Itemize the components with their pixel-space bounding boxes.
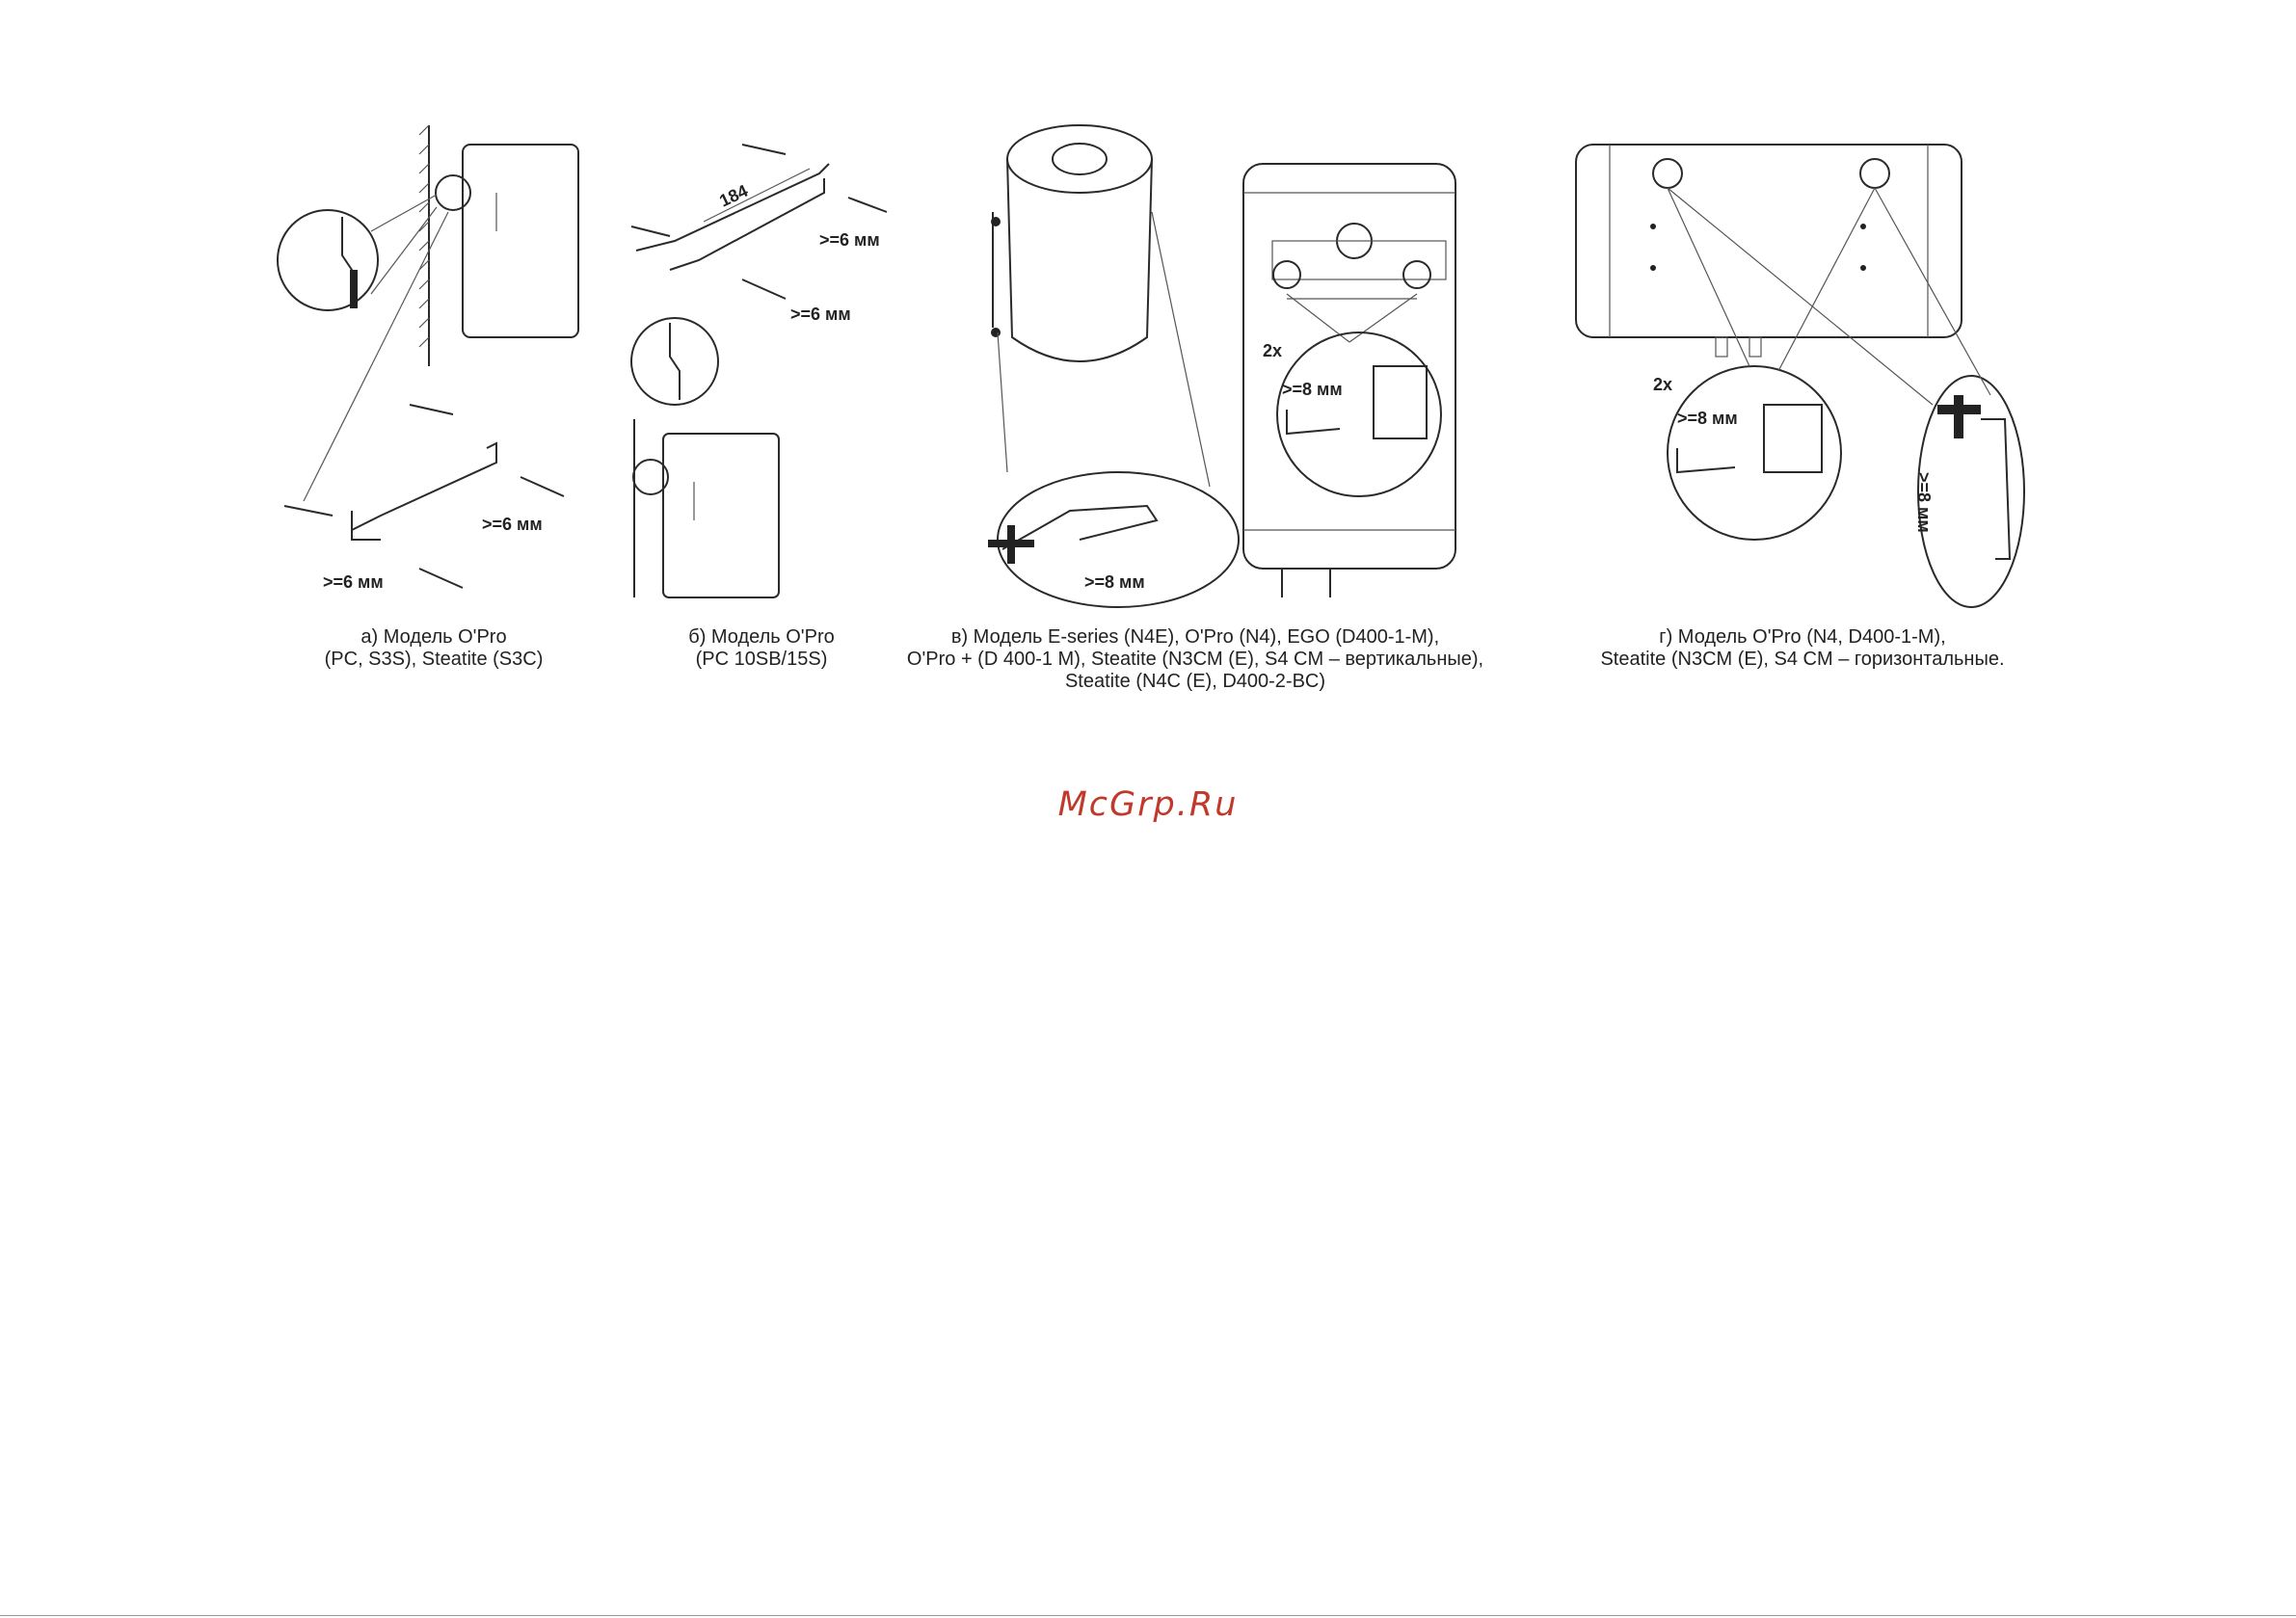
figure-b: 184 >=6 мм >=6 мм б) Модель O'Pro (PC 10… bbox=[617, 116, 906, 694]
caption-a-line-1: а) Модель O'Pro bbox=[360, 626, 507, 648]
caption-b-line-1: б) Модель O'Pro bbox=[688, 626, 835, 648]
watermark: McGrp.Ru bbox=[1057, 785, 1239, 824]
caption-a-line-2: (PC, S3S), Steatite (S3C) bbox=[324, 649, 544, 670]
caption-c: в) Модель E-series (N4E), O'Pro (N4), EG… bbox=[848, 626, 1542, 693]
dim-b-2: >=6 мм bbox=[819, 230, 880, 250]
dim-b-1: 184 bbox=[716, 181, 751, 211]
caption-a: а) Модель O'Pro (PC, S3S), Steatite (S3C… bbox=[275, 626, 593, 671]
figure-d-drawing: 2x >=8 мм >=8 мм bbox=[1575, 144, 2025, 608]
caption-b: б) Модель O'Pro (PC 10SB/15S) bbox=[617, 626, 906, 671]
dim-a-1: >=6 мм bbox=[482, 515, 543, 534]
figure-a: >=6 мм >=6 мм а) Модель O'Pro (PC, S3S),… bbox=[275, 116, 593, 694]
figure-b-drawing: 184 >=6 мм >=6 мм bbox=[630, 144, 888, 598]
figure-d: 2x >=8 мм >=8 мм г) Модель O'Pro (N4, D4… bbox=[1557, 116, 2048, 713]
dim-d-3: >=8 мм bbox=[1914, 472, 1934, 533]
dim-c-2: 2x bbox=[1263, 341, 1282, 360]
caption-c-line-1: в) Модель E-series (N4E), O'Pro (N4), EG… bbox=[950, 626, 1440, 648]
dim-d-1: 2x bbox=[1653, 375, 1672, 394]
footer-rule bbox=[0, 1615, 2296, 1616]
caption-d: г) Модель O'Pro (N4, D400-1-M), Steatite… bbox=[1557, 626, 2048, 671]
figure-a-drawing: >=6 мм >=6 мм bbox=[277, 124, 579, 592]
caption-b-line-2: (PC 10SB/15S) bbox=[695, 649, 828, 670]
dim-d-2: >=8 мм bbox=[1677, 409, 1738, 428]
caption-d-line-1: г) Модель O'Pro (N4, D400-1-M), bbox=[1659, 626, 1946, 648]
figure-c: >=8 мм 2x >=8 мм в) Модель E-series (N4E… bbox=[848, 116, 1542, 713]
caption-c-line-2: O'Pro + (D 400-1 M), Steatite (N3CM (E),… bbox=[906, 649, 1484, 670]
caption-d-line-2: Steatite (N3CM (E), S4 CM – горизонтальн… bbox=[1600, 649, 2005, 670]
dim-c-1: >=8 мм bbox=[1084, 572, 1145, 592]
figure-c-drawing: >=8 мм 2x >=8 мм bbox=[988, 124, 1456, 608]
dim-b-3: >=6 мм bbox=[790, 305, 851, 324]
dim-a-2: >=6 мм bbox=[323, 572, 384, 592]
dim-c-3: >=8 мм bbox=[1282, 380, 1343, 399]
caption-c-line-3: Steatite (N4C (E), D400-2-BC) bbox=[1064, 671, 1326, 692]
